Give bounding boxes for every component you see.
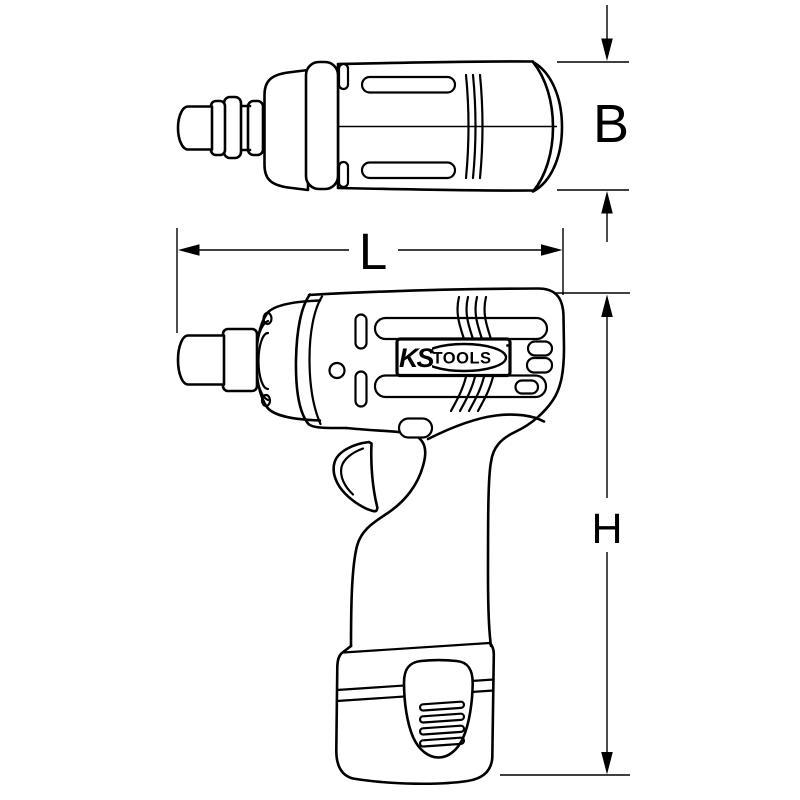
battery-grip-ribs [418, 700, 466, 748]
logo-tools-text: TOOLS [433, 350, 492, 368]
rear-seam-line [426, 413, 546, 441]
b-dimension-label: B [593, 94, 629, 154]
top-front-ring [304, 60, 340, 191]
battery-outline [334, 641, 496, 786]
dimension-h: H [500, 292, 630, 776]
b-arrowhead-top [601, 38, 613, 61]
l-arrowhead-left [178, 244, 200, 256]
side-view-drawing: KS TOOLS [176, 287, 566, 786]
h-arrowhead-top [601, 294, 613, 317]
ks-tools-logo: KS TOOLS [395, 337, 512, 378]
l-arrowhead-right [541, 244, 563, 256]
body-oval-button [397, 417, 434, 439]
h-dimension-label: H [591, 505, 622, 553]
logo-ks-text: KS [399, 343, 434, 373]
rear-oval-3 [514, 379, 540, 395]
body-slot-upper [354, 313, 368, 350]
h-arrowhead-bottom [601, 752, 613, 775]
disc-hole-bottom [260, 393, 272, 408]
top-view-drawing [176, 60, 564, 193]
front-housing-inner [308, 295, 324, 426]
dimension-b: B [557, 5, 629, 242]
top-end-cap [531, 60, 564, 193]
top-nose-ring-3 [246, 99, 265, 157]
disc-hole-top [262, 311, 273, 326]
top-ring-lines [464, 73, 484, 180]
front-housing-outer [294, 293, 348, 430]
top-seam-slot-upper [337, 62, 350, 91]
top-vent-slot-upper [360, 75, 457, 94]
top-seam-slot-lower [337, 160, 350, 189]
b-arrowhead-bottom [601, 191, 613, 214]
top-cone-collar [263, 68, 310, 192]
anvil-collar [221, 327, 259, 393]
body-rear-outline [307, 287, 566, 648]
anvil-shaft [176, 334, 226, 386]
top-nose-ring-2 [222, 95, 243, 160]
battery-top-seam [342, 641, 491, 654]
housing-screw [328, 361, 346, 380]
top-vent-slot-lower [360, 161, 457, 180]
body-slot-lower [354, 370, 368, 408]
rear-oval-1 [526, 340, 554, 357]
trigger-inner-line [339, 447, 365, 496]
logo-registered-mark [506, 344, 509, 347]
rear-oval-2 [525, 356, 554, 374]
top-anvil-shaft [176, 105, 214, 151]
dimension-l: L [176, 223, 564, 333]
l-dimension-label: L [359, 223, 387, 280]
logo-ks-backing [399, 343, 432, 373]
